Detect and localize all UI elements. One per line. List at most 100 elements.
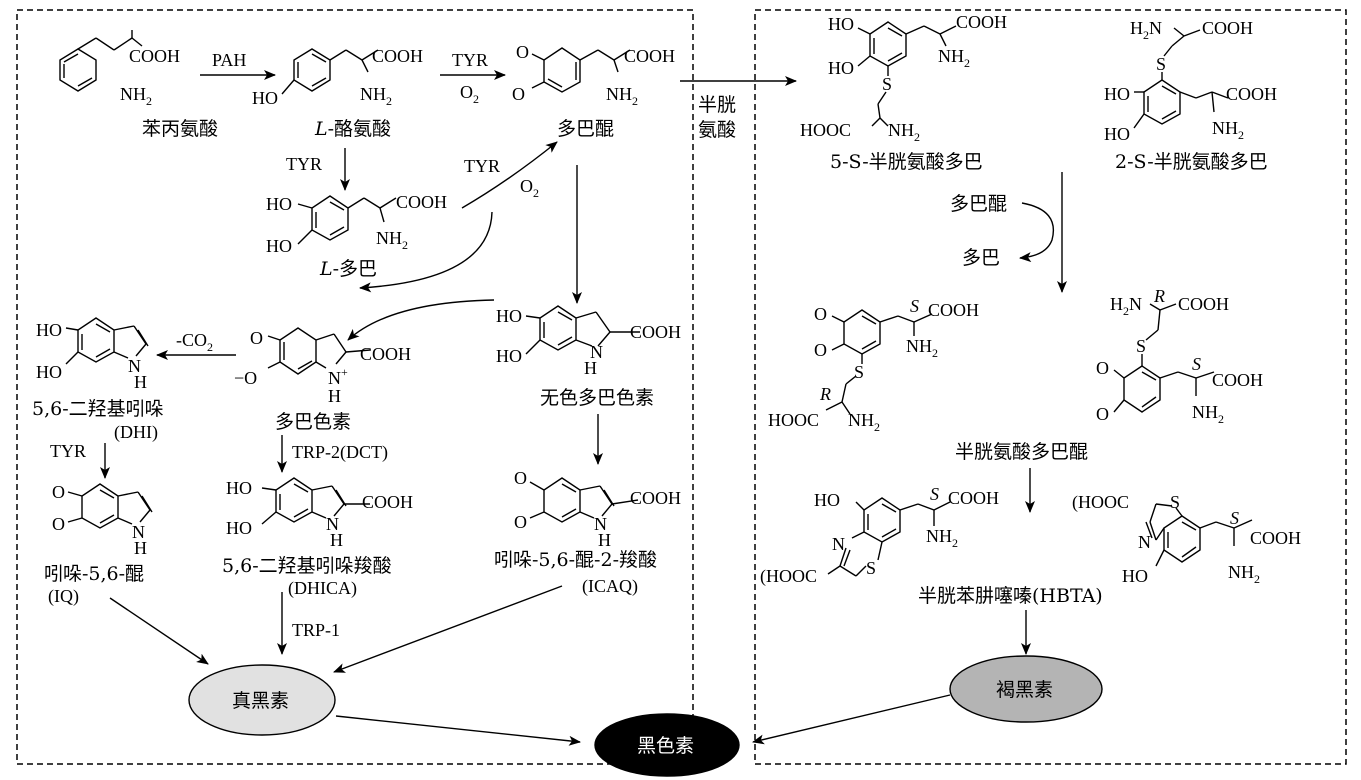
svg-text:COOH: COOH: [1178, 294, 1229, 314]
hbta-right-structure: (HOOC S N S COOH NH2 HO: [1072, 492, 1301, 586]
eumelanin-panel: [16, 9, 694, 765]
svg-text:HO: HO: [496, 306, 522, 326]
phenylalanine-label: 苯丙氨酸: [142, 118, 218, 140]
cysteinyldopaquinone-label: 半胱氨酸多巴醌: [955, 441, 1088, 463]
svg-text:HO: HO: [814, 490, 840, 510]
dopaquinone-label: 多巴醌: [557, 118, 614, 140]
svg-text:COOH: COOH: [1212, 370, 1263, 390]
icaq-structure: O O COOH N H: [514, 468, 681, 550]
dhi-abbr: (DHI): [114, 422, 158, 443]
svg-text:S: S: [910, 296, 919, 316]
arrow-dopaquinone-to-dopa-redox: [1019, 202, 1054, 263]
svg-text:O: O: [1096, 358, 1109, 378]
svg-text:HO: HO: [828, 14, 854, 34]
svg-text:NH2: NH2: [606, 84, 638, 108]
tyr-label-4: TYR: [50, 441, 86, 461]
pheomelanin-label: 褐黑素: [996, 679, 1053, 701]
svg-text:N: N: [832, 534, 845, 554]
svg-text:O: O: [52, 482, 65, 502]
s5-cysteinyldopa-label: 5-S-半胱氨酸多巴: [830, 151, 983, 173]
svg-text:R: R: [1153, 286, 1165, 306]
svg-text:(HOOC: (HOOC: [760, 566, 817, 587]
tyrosine-label: L-酪氨酸: [314, 118, 391, 140]
svg-text:S: S: [1192, 354, 1201, 374]
phenylalanine-structure: COOH NH2: [59, 30, 180, 108]
svg-text:HO: HO: [1104, 84, 1130, 104]
svg-text:N: N: [594, 514, 607, 534]
right-dopa-label: 多巴: [962, 247, 1000, 269]
dhi-structure: HO HO N H: [36, 317, 149, 392]
tyrosine-structure: HO COOH NH2: [252, 46, 423, 108]
dopaquinone-structure: O O COOH NH2: [512, 42, 675, 108]
trp2-label: TRP-2(DCT): [292, 442, 388, 463]
melanin-label: 黑色素: [637, 735, 694, 757]
iq-label: 吲哚-5,6-醌: [44, 563, 144, 585]
svg-text:H: H: [134, 538, 147, 558]
icaq-abbr: (ICAQ): [582, 576, 638, 597]
svg-text:NH2: NH2: [848, 410, 880, 434]
svg-text:H: H: [598, 530, 611, 550]
hbta-label: 半胱苯肼噻嗪(HBTA): [918, 585, 1103, 607]
trp1-label: TRP-1: [292, 620, 340, 640]
leucodopachrome-label: 无色多巴色素: [540, 387, 654, 409]
svg-text:HO: HO: [226, 518, 252, 538]
svg-text:S: S: [866, 558, 876, 578]
cysteinyldopaquinone-right-structure: H2N R COOH S O O S COOH NH2: [1096, 286, 1263, 426]
iq-abbr: (IQ): [48, 586, 79, 607]
svg-text:O: O: [250, 328, 263, 348]
svg-text:COOH: COOH: [1226, 84, 1277, 104]
hbta-left-structure: HO S COOH NH2 N S (HOOC: [760, 484, 999, 587]
o2-label-1: O2: [460, 82, 479, 106]
svg-text:NH2: NH2: [360, 84, 392, 108]
arrow-pheomelanin-to-melanin: [752, 694, 951, 745]
svg-text:N: N: [128, 356, 141, 376]
pheomelanin-node: [949, 655, 1103, 723]
svg-text:COOH: COOH: [956, 12, 1007, 32]
cysteinyldopaquinone-left-structure: O O S COOH NH2 S R HOOC NH2: [768, 296, 979, 434]
svg-text:NH2: NH2: [376, 228, 408, 252]
phe-nh2: NH2: [120, 84, 152, 108]
co2-label: -CO2: [176, 330, 213, 354]
svg-text:NH2: NH2: [1192, 402, 1224, 426]
svg-text:NH2: NH2: [926, 526, 958, 550]
svg-text:S: S: [882, 74, 892, 94]
svg-text:HO: HO: [226, 478, 252, 498]
svg-text:COOH: COOH: [948, 488, 999, 508]
s2-cysteinyldopa-label: 2-S-半胱氨酸多巴: [1115, 151, 1268, 173]
svg-text:HO: HO: [36, 320, 62, 340]
arrow-eumelanin-to-melanin: [335, 715, 581, 746]
svg-text:O: O: [1096, 404, 1109, 424]
svg-text:COOH: COOH: [1250, 528, 1301, 548]
dhica-structure: HO HO COOH N H: [226, 477, 413, 550]
svg-text:O: O: [516, 42, 529, 62]
dopachrome-label: 多巴色素: [275, 411, 351, 433]
svg-text:COOH: COOH: [928, 300, 979, 320]
svg-text:O: O: [514, 468, 527, 488]
svg-text:COOH: COOH: [1202, 18, 1253, 38]
svg-text:H2N: H2N: [1110, 294, 1142, 318]
svg-text:NH2: NH2: [938, 46, 970, 70]
svg-text:−O: −O: [234, 368, 257, 388]
svg-text:NH2: NH2: [888, 120, 920, 144]
leucodopachrome-structure: HO HO COOH N H: [496, 305, 681, 378]
svg-text:COOH: COOH: [372, 46, 423, 66]
svg-text:COOH: COOH: [396, 192, 447, 212]
svg-text:H: H: [328, 386, 341, 406]
pheomelanin-panel: [754, 9, 1347, 765]
svg-text:R: R: [819, 384, 831, 404]
svg-text:N: N: [590, 342, 603, 362]
dhica-abbr: (DHICA): [288, 578, 357, 599]
svg-text:S: S: [1136, 336, 1146, 356]
svg-text:O: O: [512, 84, 525, 104]
svg-text:HO: HO: [266, 236, 292, 256]
arrow-dopa-to-dopaquinone: [461, 141, 558, 209]
svg-text:COOH: COOH: [362, 492, 413, 512]
svg-text:O: O: [52, 514, 65, 534]
svg-text:N: N: [132, 522, 145, 542]
svg-text:S: S: [854, 362, 864, 382]
icaq-label: 吲哚-5,6-醌-2-羧酸: [494, 549, 657, 571]
cysteine-label-2: 氨酸: [698, 119, 736, 141]
pah-label: PAH: [212, 50, 246, 70]
svg-text:HO: HO: [496, 346, 522, 366]
